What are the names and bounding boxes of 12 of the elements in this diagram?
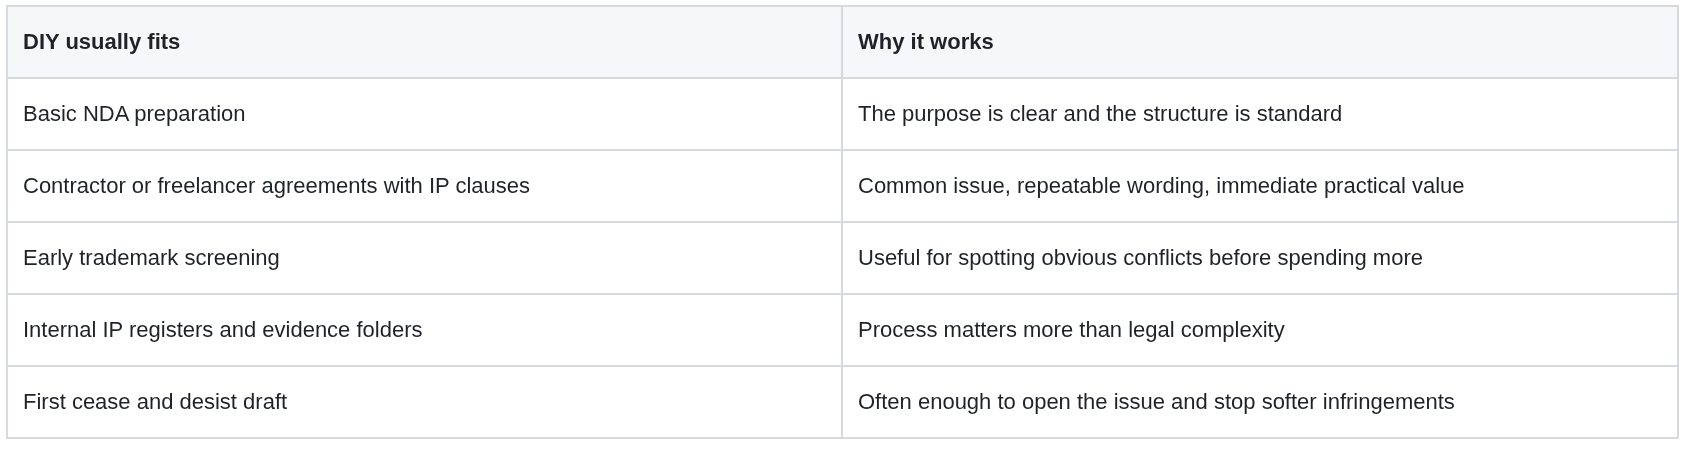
table-cell: Basic NDA preparation [7, 78, 842, 150]
table-cell: Often enough to open the issue and stop softer infringements [842, 366, 1678, 438]
table-cell: Contractor or freelancer agreements with IP clauses [7, 150, 842, 222]
table-cell: The purpose is clear and the structure is standard [842, 78, 1678, 150]
table-cell: Common issue, repeatable wording, immediate practical value [842, 150, 1678, 222]
table-cell: Process matters more than legal complexity [842, 294, 1678, 366]
table-cell: First cease and desist draft [7, 366, 842, 438]
table-cell: Early trademark screening [7, 222, 842, 294]
table-cell: Useful for spotting obvious conflicts before spending more [842, 222, 1678, 294]
column-header: Why it works [842, 6, 1678, 78]
table-cell: Internal IP registers and evidence folders [7, 294, 842, 366]
column-header: DIY usually fits [7, 6, 842, 78]
